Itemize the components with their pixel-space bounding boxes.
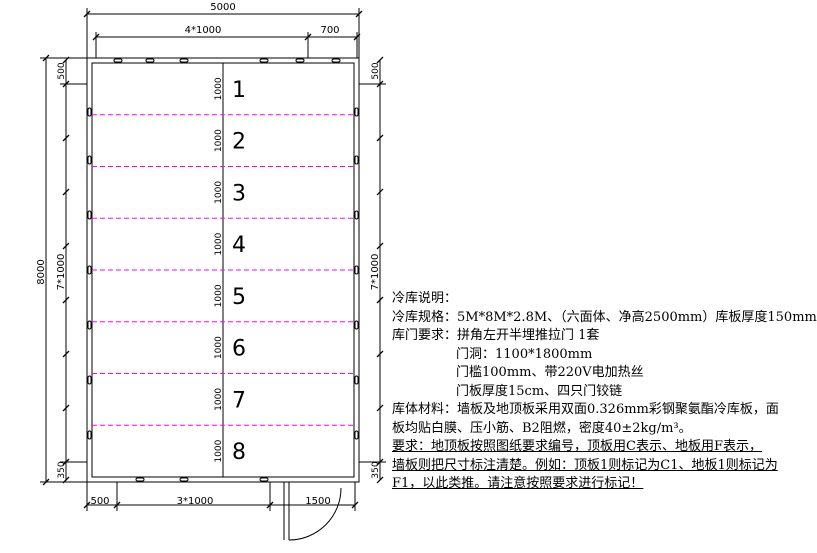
- panel-dimension: 1000: [214, 181, 224, 204]
- dim-overall-height: 8000: [36, 259, 47, 284]
- wall-lock-mark: [331, 58, 341, 63]
- wall-lock-mark: [259, 477, 269, 482]
- dim-top-left: 4*1000: [185, 25, 222, 36]
- dim-left-top: 500: [57, 62, 67, 79]
- cold-room-floor-plan: 1 1000 2 1000 3 1000 4 1000 5 1000 6 1000 7 1000 8 1000…: [36, 2, 386, 541]
- dimension-tick: [62, 458, 70, 466]
- wall-lock-mark: [87, 210, 92, 220]
- wall-lock-mark: [87, 155, 92, 165]
- wall-lock-mark: [113, 58, 123, 63]
- wall-lock-mark: [145, 58, 155, 63]
- dim-bottom-left: 500: [90, 496, 109, 507]
- notes-material-line-2: 板均贴白膜、压小筋、B2阻燃，密度40±2kg/m³。: [392, 420, 692, 436]
- dimension-tick: [376, 56, 384, 64]
- dimension-tick: [62, 80, 70, 88]
- wall-lock-mark: [354, 265, 359, 275]
- panel-dimension: 1000: [214, 129, 224, 152]
- panel-dimension: 1000: [214, 77, 224, 100]
- dimension-tick: [376, 242, 384, 250]
- dim-right-bottom: 350: [371, 461, 381, 478]
- dim-top-right: 700: [320, 25, 339, 36]
- dimension-tick: [355, 10, 363, 18]
- dimension-tick: [42, 54, 50, 62]
- dimension-tick: [62, 56, 70, 64]
- panel-number: 5: [232, 285, 246, 310]
- panel-dimension: 1000: [214, 388, 224, 411]
- notes-door-thickness: 门板厚度15cm、四只门铰链: [456, 383, 623, 399]
- panel-number: 2: [232, 130, 246, 155]
- dimension-tick: [351, 501, 359, 509]
- dimension-tick: [304, 33, 312, 41]
- notes-spec: 冷库规格：5M*8M*2.8M、（六面体、净高2500mm）库板厚度150mm: [392, 309, 817, 325]
- wall-lock-mark: [87, 265, 92, 275]
- notes-title: 冷库说明：: [392, 291, 458, 306]
- wall-lock-mark: [135, 477, 145, 482]
- dim-left-panels: 7*1000: [56, 254, 67, 291]
- dim-bottom-middle: 3*1000: [177, 496, 214, 507]
- dimension-tick: [113, 501, 121, 509]
- notes-door-opening: 门洞：1100*1800mm: [456, 346, 593, 362]
- wall-lock-mark: [354, 155, 359, 165]
- dimension-tick: [62, 476, 70, 484]
- cold-room-notes: 冷库说明： 冷库规格：5M*8M*2.8M、（六面体、净高2500mm）库板厚度…: [392, 290, 817, 494]
- dimension-tick: [376, 458, 384, 466]
- panel-dimension: 1000: [214, 232, 224, 255]
- dimension-tick: [376, 80, 384, 88]
- wall-lock-mark: [354, 107, 359, 117]
- dimension-tick: [376, 296, 384, 304]
- wall-lock-mark: [87, 107, 92, 117]
- wall-lock-mark: [87, 320, 92, 330]
- wall-lock-mark: [259, 58, 269, 63]
- panel-number: 8: [232, 440, 246, 465]
- panel-dimension: 1000: [214, 336, 224, 359]
- notes-door-sill: 门槛100mm、带220V电加热丝: [456, 365, 644, 380]
- wall-lock-mark: [354, 320, 359, 330]
- dimension-tick: [92, 33, 100, 41]
- dimension-tick: [266, 501, 274, 509]
- wall-lock-mark: [295, 58, 305, 63]
- dimension-tick: [376, 350, 384, 358]
- dimension-tick: [83, 501, 91, 509]
- panel-number: 1: [232, 78, 246, 103]
- dim-overall-width: 5000: [210, 2, 235, 13]
- dimension-tick: [353, 33, 361, 41]
- dimension-tick: [62, 188, 70, 196]
- dimension-tick: [376, 188, 384, 196]
- panel-number: 4: [232, 233, 246, 258]
- wall-lock-mark: [87, 375, 92, 385]
- dim-left-bottom: 350: [57, 461, 67, 478]
- wall-lock-mark: [179, 477, 189, 482]
- panel-number: 6: [232, 337, 246, 362]
- panel-number: 7: [232, 388, 246, 413]
- panel-number: 3: [232, 181, 246, 206]
- wall-lock-mark: [354, 210, 359, 220]
- dimension-tick: [62, 134, 70, 142]
- dim-bottom-door: 1500: [305, 496, 330, 507]
- notes-requirement-line-2: 墙板则把尺寸标注清楚。例如：顶板1则标记为C1、地板1则标记为: [392, 457, 778, 473]
- notes-material-line-1: 库体材料：墙板及地顶板采用双面0.326mm彩钢聚氨酯冷库板，面: [392, 402, 779, 417]
- dimension-tick: [62, 404, 70, 412]
- wall-lock-mark: [87, 430, 92, 440]
- panel-dimension: 1000: [214, 284, 224, 307]
- wall-lock-mark: [179, 58, 189, 63]
- room-outer-wall: [86, 57, 360, 483]
- dimension-tick: [376, 404, 384, 412]
- dimension-tick: [376, 476, 384, 484]
- dimension-tick: [62, 350, 70, 358]
- dimension-tick: [376, 134, 384, 142]
- dimension-tick: [83, 10, 91, 18]
- wall-lock-mark: [354, 375, 359, 385]
- dimension-tick: [62, 296, 70, 304]
- notes-door-requirement: 库门要求：拼角左开半埋推拉门 1套: [392, 328, 600, 343]
- notes-requirement-line-3: F1，以此类推。请注意按照要求进行标记！: [392, 476, 644, 491]
- panel-dimension: 1000: [214, 439, 224, 462]
- notes-requirement-line-1: 要求：地顶板按照图纸要求编号，顶板用C表示、地板用F表示，: [392, 439, 762, 454]
- dimension-tick: [62, 242, 70, 250]
- dim-right-panels: 7*1000: [370, 254, 381, 291]
- dim-right-top: 500: [371, 62, 381, 79]
- dimension-tick: [42, 478, 50, 486]
- wall-lock-mark: [354, 430, 359, 440]
